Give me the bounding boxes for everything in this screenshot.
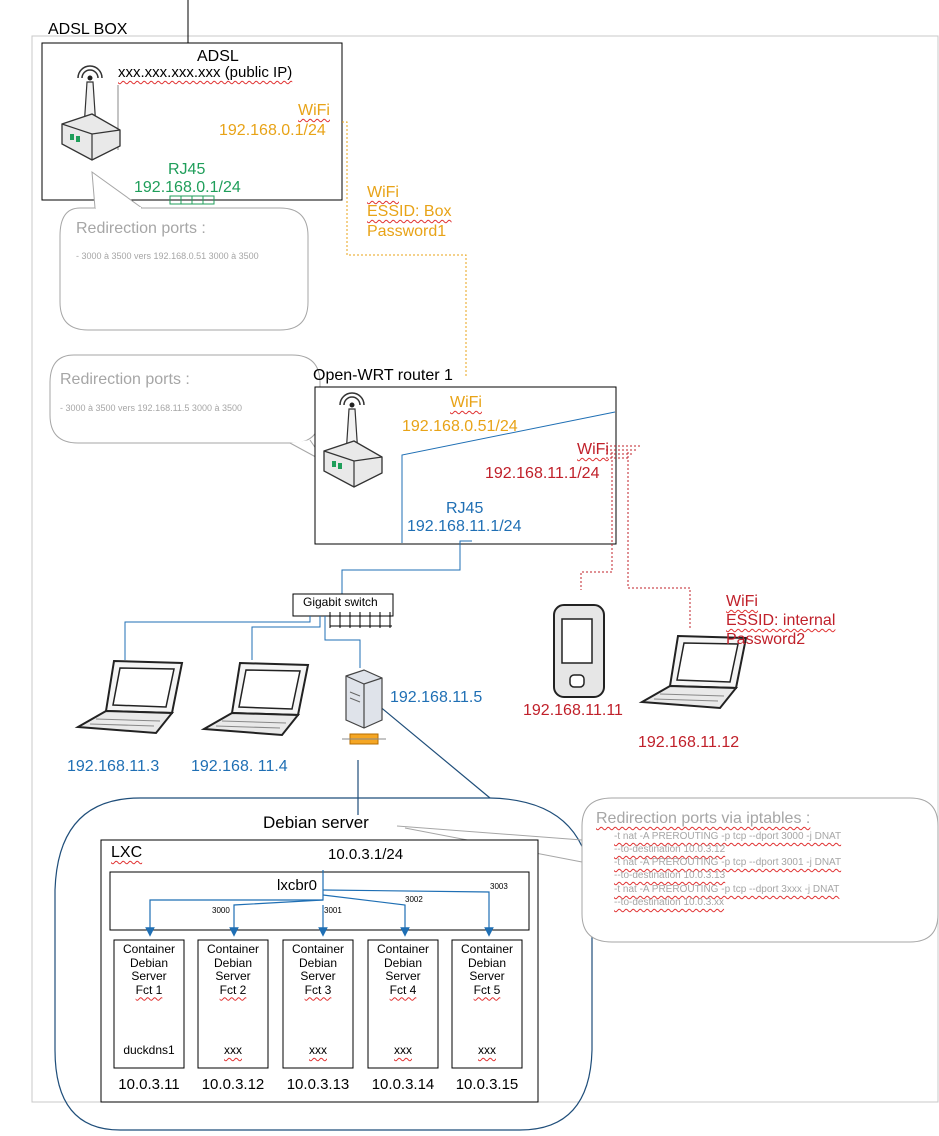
router1-wifi-label: WiFi (450, 394, 482, 411)
server-to-debian-link (371, 699, 491, 799)
container-box-1 (113, 939, 185, 1069)
link-switch-server (324, 616, 361, 668)
wifi-internal-essid: ESSID: internal (726, 612, 836, 629)
port-label-3001: 3001 (324, 906, 342, 915)
container-2-ip: 10.0.3.12 (201, 1076, 265, 1093)
note-iptables-line-3: -t nat -A PREROUTING -p tcp --dport 3001… (614, 857, 842, 868)
adsl-box-title: ADSL BOX (48, 21, 128, 38)
client-ip-laptop1: 192.168.11.3 (67, 758, 160, 775)
adsl-wifi-label: WiFi (298, 102, 330, 119)
note-iptables-line-5: -t nat -A PREROUTING -p tcp --dport 3xxx… (614, 884, 840, 895)
wifi-internal-link-phone (580, 452, 613, 590)
note-adsl-line: - 3000 à 3500 vers 192.168.0.51 3000 à 3… (76, 251, 259, 261)
adsl-device-title: ADSL (197, 48, 239, 65)
wifi-box-password: Password1 (367, 223, 447, 240)
debian-server-title: Debian server (263, 813, 369, 832)
link-switch-laptop1 (124, 616, 311, 660)
router1-wifi2-ip: 192.168.11.1/24 (485, 465, 600, 482)
router1-inner-blue-line (401, 411, 616, 543)
client-ip-laptop2: 192.168. 11.4 (191, 758, 288, 775)
note-router-bubble (49, 354, 321, 444)
wifi-internal-password: Password2 (726, 631, 806, 648)
adsl-public-ip: xxx.xxx.xxx.xxx (public IP) (118, 64, 293, 81)
bridge-port-arrows (145, 870, 494, 937)
port-label-3002: 3002 (405, 895, 423, 904)
debian-server-frame (54, 797, 593, 1131)
switch-label: Gigabit switch (303, 595, 378, 609)
container-box-5 (451, 939, 523, 1069)
adsl-rj45-ip: 192.168.0.1/24 (134, 179, 241, 196)
note-iptables-title: Redirection ports via iptables : (596, 810, 811, 827)
server-icon (342, 669, 386, 745)
port-label-3000: 3000 (212, 906, 230, 915)
port-label-3003: 3003 (490, 882, 508, 891)
client-ip-server: 192.168.11.5 (390, 689, 483, 706)
wifi-signal-lines (606, 445, 642, 459)
switch-port-lines (329, 612, 392, 628)
router1-rj45-label: RJ45 (446, 500, 484, 517)
router1-title: Open-WRT router 1 (313, 367, 453, 384)
lxcbr0-bridge-box (109, 871, 530, 931)
wifi-link-box (342, 121, 467, 378)
router1-wifi-ip: 192.168.0.51/24 (402, 418, 518, 435)
note-iptables-line-6: --to-destination 10.0.3.xx (614, 897, 725, 908)
note-iptables-line-1: -t nat -A PREROUTING -p tcp --dport 3000… (614, 831, 842, 842)
wifi-internal-label: WiFi (726, 593, 758, 610)
link-switch-laptop2 (251, 616, 321, 660)
note-adsl-bubble (59, 207, 309, 331)
lxc-ip: 10.0.3.1/24 (328, 846, 404, 863)
phone-icon (553, 604, 605, 698)
container-box-2 (197, 939, 269, 1069)
note-router-line: - 3000 à 3500 vers 192.168.11.5 3000 à 3… (60, 403, 242, 413)
container-5-ip: 10.0.3.15 (455, 1076, 519, 1093)
adsl-wifi-ip: 192.168.0.1/24 (219, 122, 326, 139)
container-4-service: xxx (394, 1043, 412, 1057)
container-5-service: xxx (478, 1043, 496, 1057)
container-1-ip: 10.0.3.11 (118, 1076, 180, 1093)
note-iptables-bubble (581, 797, 939, 943)
container-1-service: duckdns1 (123, 1043, 175, 1057)
container-3-service: xxx (309, 1043, 327, 1057)
router-icon (61, 65, 121, 161)
wifi-internal-link-laptop (627, 452, 691, 630)
container-4-ip: 10.0.3.14 (371, 1076, 435, 1093)
note-router-title: Redirection ports : (60, 371, 190, 388)
router-icon (323, 392, 383, 488)
gigabit-switch-box (292, 593, 394, 617)
wifi-box-label: WiFi (367, 184, 399, 201)
note-iptables-pointer (396, 825, 583, 841)
rj45-link-switch (341, 540, 472, 598)
container-3-ip: 10.0.3.13 (286, 1076, 350, 1093)
client-ip-phone: 192.168.11.11 (523, 702, 623, 719)
container-box-3 (282, 939, 354, 1069)
client-ip-laptop3: 192.168.11.12 (638, 734, 740, 751)
note-adsl-pointer (91, 170, 143, 209)
lxcbr0-label: lxcbr0 (277, 877, 318, 894)
router1-rj45-ip: 192.168.11.1/24 (407, 518, 522, 535)
adsl-rj45-label: RJ45 (168, 161, 206, 178)
laptop-icon (200, 661, 310, 737)
laptop-icon (638, 634, 748, 710)
container-box-4 (367, 939, 439, 1069)
wifi-box-essid: ESSID: Box (367, 203, 452, 220)
container-2-service: xxx (224, 1043, 242, 1057)
note-adsl-title: Redirection ports : (76, 220, 206, 237)
laptop-icon (74, 659, 184, 735)
router1-wifi2-label: WiFi (577, 441, 609, 458)
lxc-label: LXC (111, 844, 143, 861)
rj45-ports-icon (169, 195, 215, 205)
note-iptables-line-2: --to-destination 10.0.3.12 (614, 844, 726, 855)
note-iptables-line-4: --to-destination 10.0.3.13 (614, 870, 726, 881)
